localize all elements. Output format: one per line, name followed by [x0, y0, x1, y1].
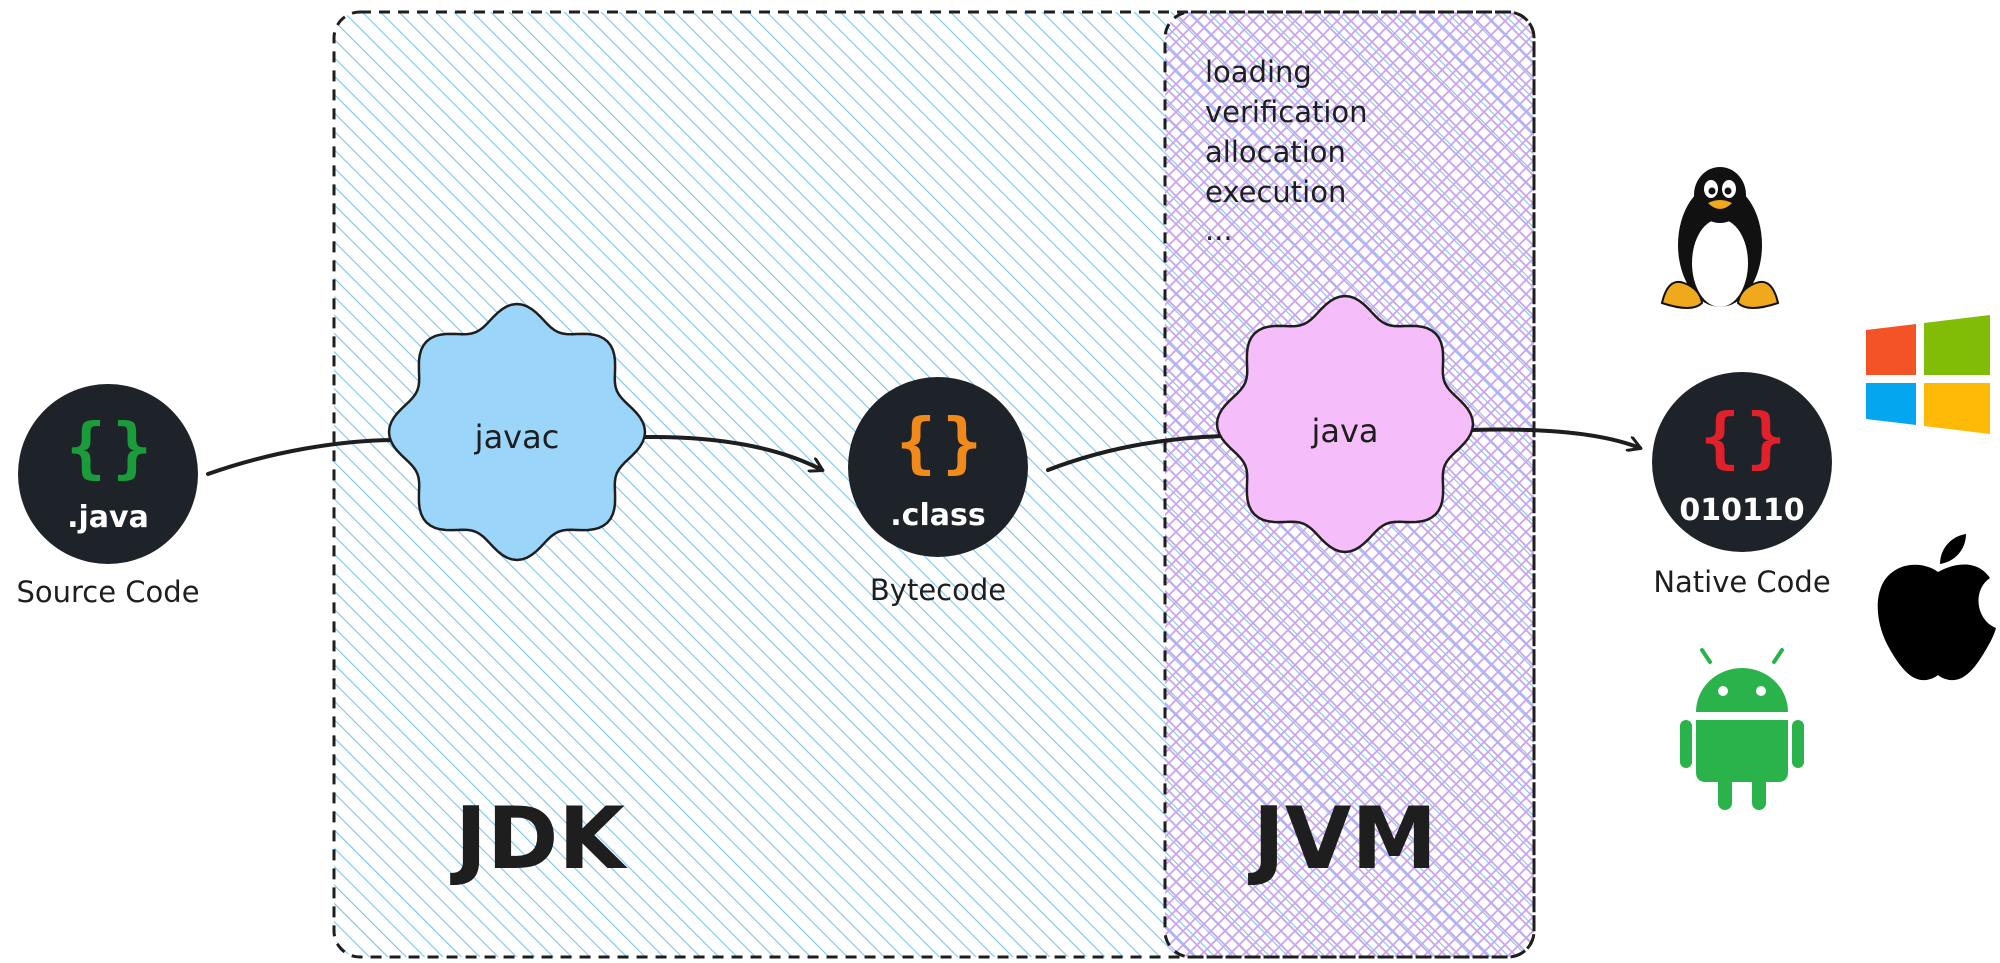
bytecode-file-label: .class	[890, 498, 985, 533]
source-caption: Source Code	[16, 575, 199, 609]
jdk-label: JDK	[450, 789, 628, 889]
jvm-stage-execution: execution	[1205, 175, 1346, 209]
arrow-javac-to-bytecode	[643, 434, 822, 470]
java-label: java	[1310, 412, 1378, 450]
right-brace-icon: }	[112, 409, 152, 486]
java-cloud-shape	[1215, 294, 1475, 554]
flow-arrows	[206, 427, 1640, 476]
bytecode-node: { } .class Bytecode	[848, 377, 1028, 607]
bytecode-caption: Bytecode	[870, 573, 1006, 607]
left-brace-icon: {	[1700, 399, 1740, 476]
jvm-stage-list: loading verification allocation executio…	[1205, 55, 1368, 247]
apple-icon	[1877, 534, 1996, 681]
jdk-region-border	[332, 10, 1536, 959]
windows-icon	[1866, 315, 1990, 434]
left-brace-icon: {	[896, 404, 936, 481]
jvm-stage-loading: loading	[1205, 55, 1312, 89]
jvm-label: JVM	[1248, 789, 1437, 889]
javac-process: javac	[387, 302, 647, 562]
right-brace-icon: }	[1746, 399, 1786, 476]
jvm-stage-verification: verification	[1205, 95, 1368, 129]
linux-tux-icon	[1660, 167, 1780, 309]
arrow-bytecode-to-java	[1046, 434, 1225, 472]
arrow-java-to-native	[1470, 427, 1640, 448]
native-caption: Native Code	[1653, 565, 1830, 599]
javac-label: javac	[474, 418, 560, 456]
jvm-stage-allocation: allocation	[1205, 135, 1346, 169]
android-icon	[1680, 648, 1804, 810]
javac-cloud-shape	[387, 302, 647, 562]
left-brace-icon: {	[66, 409, 106, 486]
native-code-node: { } 010110 Native Code	[1652, 372, 1832, 599]
jvm-stage-more: ...	[1205, 213, 1233, 247]
source-code-node: { } .java Source Code	[16, 384, 200, 609]
native-file-label: 010110	[1679, 493, 1804, 528]
java-process: java	[1215, 294, 1475, 554]
source-file-label: .java	[67, 500, 149, 535]
arrow-source-to-javac	[206, 438, 397, 476]
right-brace-icon: }	[942, 404, 982, 481]
